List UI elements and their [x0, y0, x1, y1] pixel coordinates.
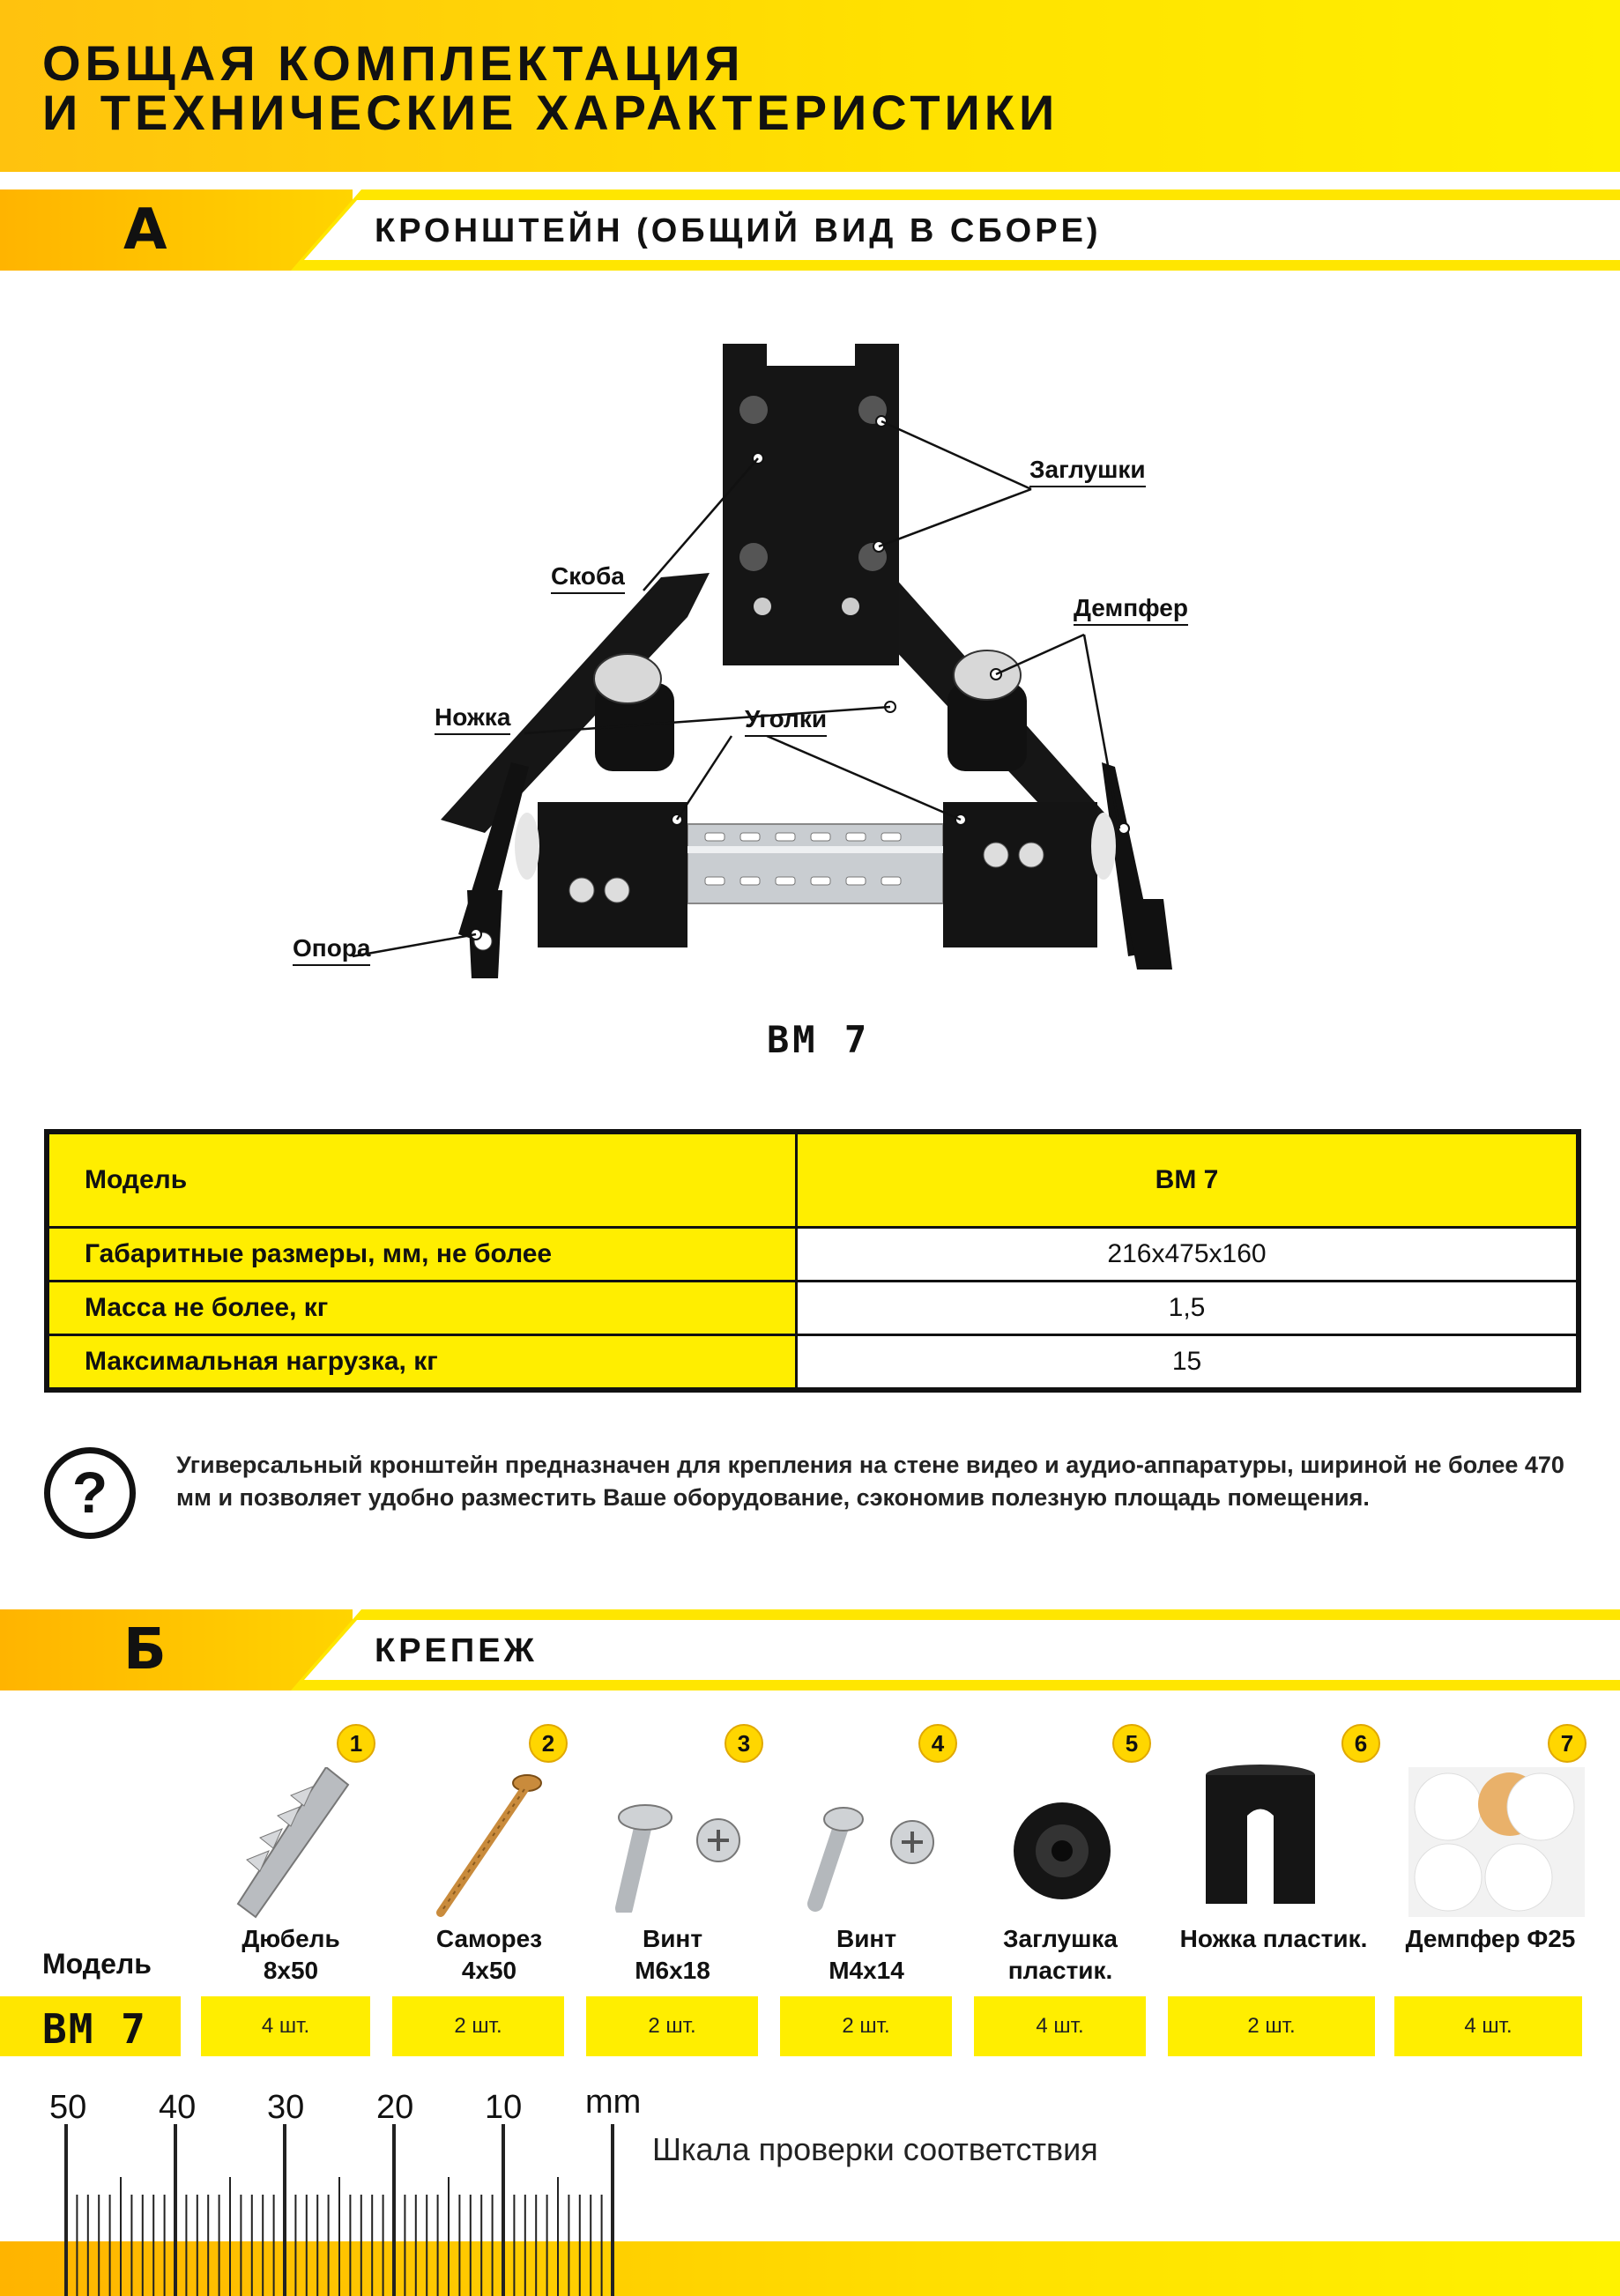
item-label: Ножка пластик. [1179, 1925, 1368, 1952]
ruler-unit: mm [585, 2084, 642, 2121]
section-a-header: А Кронштейн (общий вид в сборе) [0, 189, 1620, 271]
question-icon: ? [44, 1447, 136, 1539]
callout-skoba: Скоба [551, 562, 625, 594]
item-number: 7 [1548, 1724, 1587, 1763]
qty-cell: 4 шт. [1394, 1996, 1582, 2056]
ruler-tick-label: 40 [159, 2089, 197, 2126]
callout-ugolki: Уголки [745, 705, 828, 737]
damper-pads-icon [1408, 1767, 1585, 1917]
ruler-caption: Шкала проверки соответствия [652, 2131, 1098, 2167]
right-leg [947, 683, 1027, 771]
spec-value: BM 7 [795, 1130, 1580, 1229]
spec-label: Модель [45, 1130, 798, 1229]
bracket-diagram [352, 344, 1172, 978]
callout-zaglushki: Заглушки [1029, 456, 1146, 487]
screw-m4-icon [807, 1807, 934, 1912]
right-damper [953, 650, 1022, 701]
item-number: 1 [337, 1724, 375, 1763]
page-header [0, 0, 1620, 172]
callout-nozhka: Ножка [435, 703, 511, 735]
section-b-title: Крепеж [375, 1632, 538, 1669]
left-leg [595, 683, 674, 771]
item-number: 4 [918, 1724, 957, 1763]
item-number: 2 [529, 1724, 568, 1763]
section-a-letter: А [123, 197, 167, 263]
left-damper [593, 653, 662, 704]
fasteners-model-label: Модель [42, 1948, 152, 1980]
screw-m6-icon [615, 1804, 740, 1913]
description-text: Угиверсальный кронштейн предназначен для… [176, 1452, 1564, 1511]
qty-cell: 4 шт. [201, 1996, 370, 2056]
item-number: 3 [725, 1724, 763, 1763]
right-corner-plate [943, 802, 1097, 947]
plastic-leg-icon [1206, 1765, 1315, 1904]
qty-cell: 2 шт. [1168, 1996, 1375, 2056]
section-b-header: Б Крепеж [0, 1609, 1620, 1690]
page-title-line2: и технические характеристики [42, 85, 1059, 140]
table-row: Модель BM 7 [45, 1130, 1580, 1229]
section-b-letter: Б [123, 1617, 167, 1683]
qty-cell: 2 шт. [392, 1996, 564, 2056]
ruler-tick-label: 30 [267, 2089, 305, 2126]
spec-table: Модель BM 7 Габаритные размеры, мм, не б… [44, 1129, 1581, 1393]
spec-label: Максимальная нагрузка, кг [45, 1334, 798, 1392]
left-corner-plate [538, 802, 687, 947]
item-number: 6 [1341, 1724, 1380, 1763]
spec-value: 216x475x160 [795, 1226, 1580, 1282]
spec-value: 15 [795, 1334, 1580, 1392]
ruler-tick-label: 10 [485, 2089, 523, 2126]
qty-cell: 2 шт. [586, 1996, 758, 2056]
item-label: Демпфер Ф25 [1405, 1925, 1576, 1952]
plug-cap-icon [1014, 1802, 1111, 1899]
qty-cell: 2 шт. [780, 1996, 952, 2056]
section-a-title: Кронштейн (общий вид в сборе) [375, 212, 1102, 249]
central-bracket [723, 344, 899, 665]
dowel-icon [236, 1767, 350, 1919]
page-title-line1: Общая комплектация [42, 35, 745, 91]
fasteners-model-value: BM 7 [0, 1996, 181, 2056]
callout-dempfer: Демпфер [1074, 594, 1188, 626]
ruler-ticks [64, 2124, 614, 2296]
qty-cell: 4 шт. [974, 1996, 1146, 2056]
item-number: 5 [1112, 1724, 1151, 1763]
spec-value: 1,5 [795, 1280, 1580, 1336]
table-row: Масса не более, кг 1,5 [45, 1280, 1580, 1336]
ruler-tick-label: 50 [49, 2089, 87, 2126]
diagram-model-caption: BM 7 [767, 1018, 871, 1061]
wood-screw-icon [436, 1774, 542, 1917]
table-row: Габаритные размеры, мм, не более 216x475… [45, 1226, 1580, 1282]
spec-label: Масса не более, кг [45, 1280, 798, 1336]
page-title: Общая комплектация и технические характе… [42, 39, 1059, 137]
callout-opora: Опора [293, 934, 371, 966]
ruler-band [0, 2241, 1620, 2296]
left-arm [441, 573, 710, 833]
table-row: Максимальная нагрузка, кг 15 [45, 1334, 1580, 1392]
ruler-tick-label: 20 [376, 2089, 414, 2126]
spec-label: Габаритные размеры, мм, не более [45, 1226, 798, 1282]
